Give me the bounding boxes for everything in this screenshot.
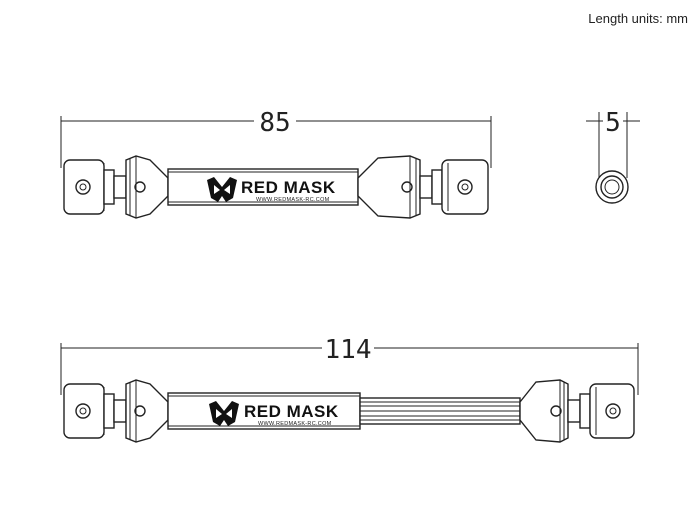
- end-view-drawing: 5: [586, 108, 640, 204]
- dimension-long-length: 114: [60, 335, 639, 395]
- long-shaft-drawing: 114 RED MASK WWW.REDMASK-RC.COM: [60, 335, 639, 443]
- logo-text: RED MASK: [241, 178, 336, 197]
- dimension-diameter-label: 5: [605, 108, 621, 138]
- red-mask-logo: RED MASK WWW.REDMASK-RC.COM: [207, 177, 336, 203]
- logo-website-long: WWW.REDMASK-RC.COM: [258, 421, 332, 427]
- red-mask-logo-long: RED MASK WWW.REDMASK-RC.COM: [209, 401, 339, 427]
- logo-text-long: RED MASK: [244, 402, 339, 421]
- dimension-long-label: 114: [325, 335, 372, 365]
- logo-website: WWW.REDMASK-RC.COM: [256, 197, 330, 203]
- length-units-label: Length units: mm: [588, 11, 688, 26]
- dimension-short-length: 85: [60, 108, 492, 168]
- short-shaft-drawing: 85 RED MASK WWW.REDMASK-RC.COM: [60, 108, 492, 219]
- dimension-short-label: 85: [259, 108, 290, 138]
